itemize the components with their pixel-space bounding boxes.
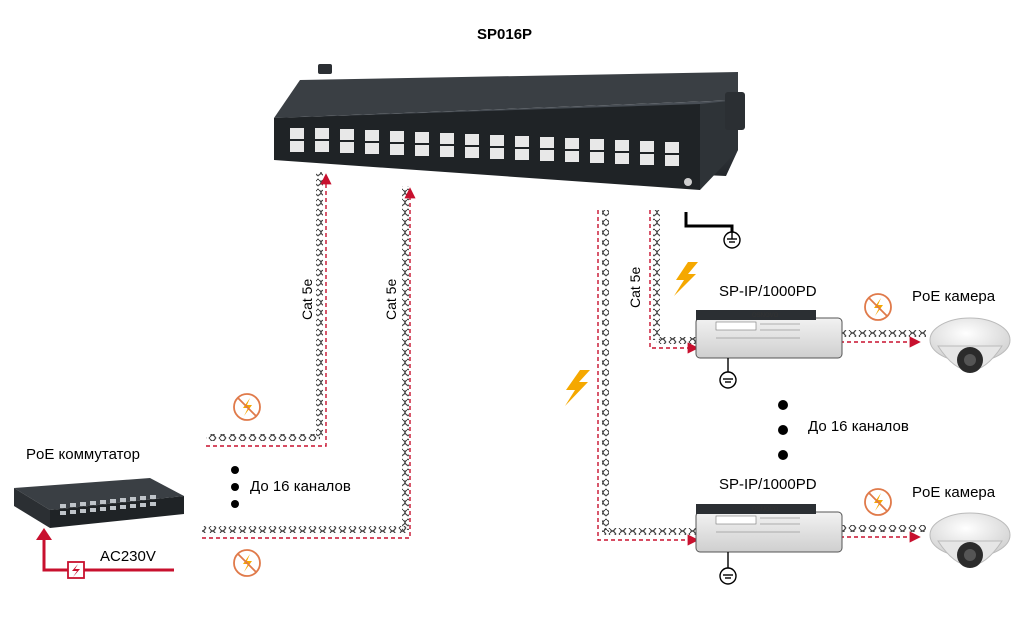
protector-brand: OSNOVO — [752, 507, 779, 513]
rj45-ports — [290, 128, 679, 166]
power-label: AC230V — [100, 548, 156, 565]
camera-label: PoE камера — [912, 288, 996, 305]
cable-type-label: Cat 5e — [299, 278, 315, 320]
ground-icon — [719, 552, 737, 585]
channels-label: До 16 каналов — [250, 478, 351, 495]
ground-icon — [719, 358, 737, 389]
camera-label: PoE камера — [912, 484, 996, 501]
cable-out-1 — [649, 210, 700, 354]
ellipsis-dots-left — [231, 466, 239, 508]
protector-2 — [695, 504, 843, 553]
ground-screw-icon — [684, 178, 692, 186]
surge-icon — [67, 561, 85, 579]
cable-ch16 — [202, 186, 416, 539]
no-lightning-icon — [864, 293, 892, 321]
ground-icon — [723, 231, 741, 249]
link-cam-1 — [840, 330, 926, 348]
diagram-title: SP016P — [477, 26, 533, 43]
sp016p-device — [274, 64, 745, 190]
lightning-icon — [674, 262, 698, 296]
protector-label: SP-IP/1000PD — [719, 476, 817, 493]
switch-label: PoE коммутатор — [26, 446, 140, 463]
protector-label: SP-IP/1000PD — [719, 283, 817, 300]
no-lightning-icon — [864, 488, 892, 516]
power-line — [36, 528, 174, 572]
cable-type-label: Cat 5e — [383, 278, 399, 320]
lightning-icon — [565, 370, 590, 406]
cable-type-label: Cat 5e — [627, 266, 643, 308]
no-lightning-icon — [233, 393, 261, 421]
camera-icon — [929, 512, 1011, 568]
protector-brand: OSNOVO — [752, 313, 779, 319]
poe-switch — [14, 478, 184, 528]
no-lightning-icon — [233, 549, 261, 577]
link-cam-2 — [840, 525, 926, 543]
ellipsis-dots-right — [778, 400, 788, 460]
cable-ch1 — [206, 172, 332, 447]
camera-icon — [929, 317, 1011, 373]
channels-label: До 16 каналов — [808, 418, 909, 435]
cable-out-16 — [597, 210, 700, 546]
protector-1 — [695, 310, 843, 359]
